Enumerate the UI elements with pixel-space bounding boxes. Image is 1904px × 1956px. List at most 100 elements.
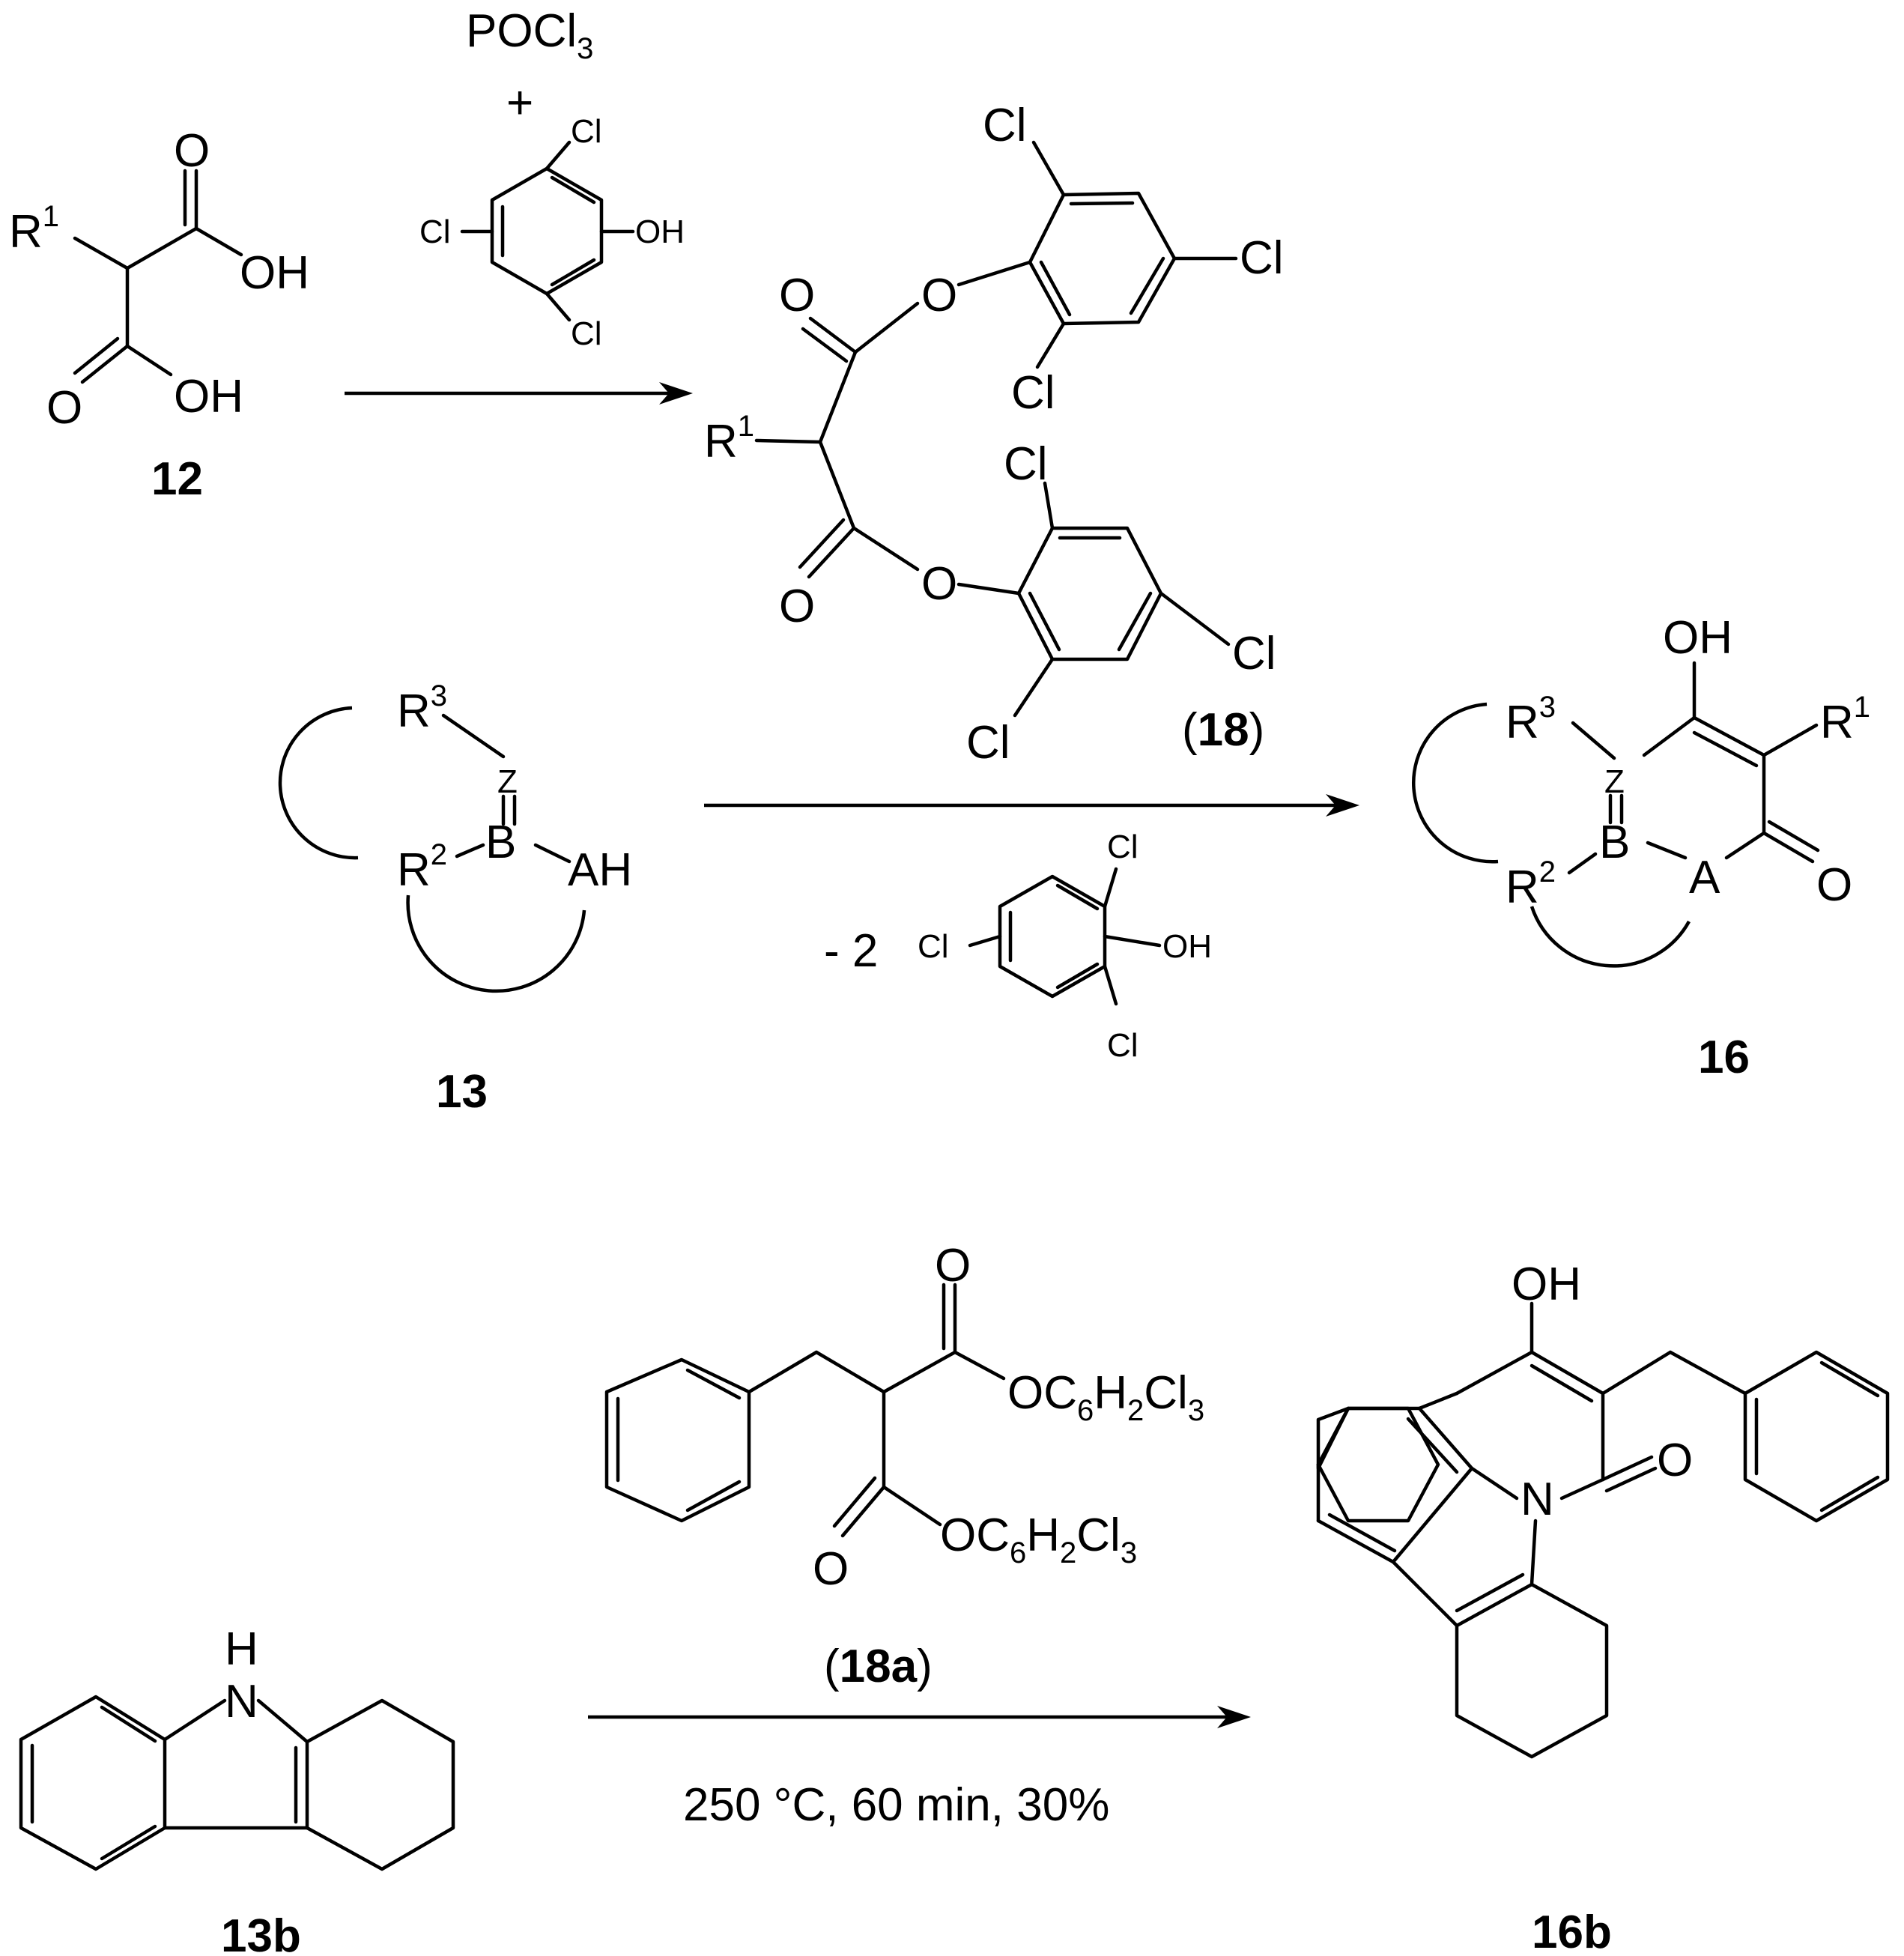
cl-label: Cl — [571, 113, 602, 150]
compound-13: R3 Z B R2 AH 13 — [278, 679, 632, 1118]
compound-label-16: 16 — [1698, 1032, 1750, 1083]
bond — [1055, 962, 1100, 990]
bond — [1406, 1417, 1459, 1474]
hydroxyl-oh: OH — [174, 371, 243, 423]
nh-h-label: H — [225, 1623, 258, 1675]
bond — [1601, 1455, 1654, 1482]
bond — [1529, 1350, 1605, 1396]
bond — [1028, 591, 1061, 652]
bond — [550, 175, 596, 205]
benzene-ring — [604, 1357, 751, 1523]
minus-two: - 2 — [824, 925, 878, 977]
cl-label: Cl — [1107, 1027, 1139, 1064]
compound-18a: O OC6H2Cl3 O OC6H2Cl3 (18a) — [604, 1240, 1204, 1692]
bond — [125, 344, 173, 377]
reaction-conditions: 250 °C, 60 min, 30% — [683, 1779, 1109, 1831]
r1-label: R1 — [1820, 691, 1870, 748]
r2-label: R2 — [397, 838, 447, 896]
pocl3-label: POCl3 — [466, 5, 593, 65]
bond — [80, 344, 130, 384]
compound-18: Cl Cl Cl Cl Cl Cl R1 O O O O (18) — [704, 100, 1284, 769]
reagents-top: POCl3 + Cl Cl Cl OH — [419, 5, 685, 352]
bond — [882, 1350, 957, 1394]
r2-label: R2 — [1506, 856, 1556, 913]
ring-arc — [278, 706, 359, 860]
bond — [1391, 1466, 1474, 1564]
oh-label: OH — [1512, 1259, 1581, 1310]
bond — [1316, 1519, 1395, 1564]
bond — [685, 1368, 742, 1400]
compound-label-16b: 16b — [1532, 1907, 1612, 1956]
bond — [1103, 964, 1118, 1006]
carbonyl-o: O — [174, 125, 210, 177]
bond — [1604, 1466, 1658, 1493]
bond — [1455, 1350, 1534, 1396]
ring-arc — [1529, 906, 1691, 968]
bond — [1316, 1406, 1350, 1467]
bond — [1646, 841, 1688, 860]
cl-label: Cl — [1240, 232, 1284, 284]
bond — [747, 1350, 819, 1394]
aryl-ring — [1028, 191, 1177, 326]
compound-label-13b: 13b — [221, 1910, 301, 1956]
bond — [801, 327, 849, 363]
reaction-arrow-1 — [345, 382, 693, 405]
oh-label: OH — [1663, 612, 1732, 664]
carbonyl-o: O — [46, 382, 82, 434]
bond — [100, 1824, 157, 1861]
hydroxyl-oh: OH — [240, 247, 309, 299]
bond — [545, 140, 571, 171]
bond — [956, 582, 1021, 596]
b-label: B — [485, 817, 516, 868]
bond — [100, 1705, 157, 1743]
bond — [1668, 1350, 1747, 1396]
ring-arc — [406, 894, 586, 993]
bond — [1455, 1582, 1534, 1628]
n-label: N — [1521, 1474, 1554, 1525]
compound-label-18: (18) — [1182, 704, 1264, 756]
bond — [1103, 867, 1118, 909]
bond — [1470, 1466, 1519, 1501]
nh-n-label: N — [225, 1676, 258, 1728]
bond — [953, 1350, 1006, 1381]
carbonyl-o: O — [935, 1240, 971, 1292]
bond — [1767, 820, 1820, 853]
cl-label: Cl — [983, 100, 1027, 151]
cl-label: Cl — [1011, 367, 1055, 419]
bond — [73, 336, 120, 375]
bond — [853, 301, 920, 354]
bond — [1031, 140, 1066, 197]
bond — [882, 1485, 942, 1527]
bond — [968, 934, 1002, 948]
bond — [1103, 934, 1162, 948]
bond — [814, 1350, 886, 1394]
bond — [256, 1698, 309, 1744]
bond — [1559, 1477, 1605, 1501]
bond — [545, 291, 571, 322]
cl-label: Cl — [571, 315, 602, 352]
r3-label: R3 — [1506, 691, 1556, 748]
compound-16b: OH O N 16b — [1316, 1259, 1890, 1956]
r1-label: R1 — [704, 410, 754, 467]
bond — [818, 440, 856, 530]
aryl-ring — [1016, 526, 1163, 661]
bond — [441, 713, 506, 759]
ester-o: O — [921, 270, 957, 321]
cl-label: Cl — [918, 928, 949, 965]
benzene-ring — [1316, 1406, 1440, 1523]
bond — [807, 526, 856, 579]
bond — [1117, 591, 1153, 652]
bond — [798, 518, 846, 569]
bond — [808, 316, 858, 354]
cl-label: Cl — [966, 717, 1010, 769]
z-label: Z — [1604, 763, 1625, 800]
reaction-arrow-3: 250 °C, 60 min, 30% — [588, 1706, 1251, 1831]
reaction-arrow-2 — [704, 794, 1359, 817]
a-label: A — [1689, 852, 1720, 903]
cl-label: Cl — [1232, 628, 1276, 679]
r1-label: R1 — [9, 200, 59, 258]
bond — [1129, 256, 1165, 315]
bond — [1327, 1513, 1397, 1553]
ester-group: OC6H2Cl3 — [940, 1510, 1137, 1569]
